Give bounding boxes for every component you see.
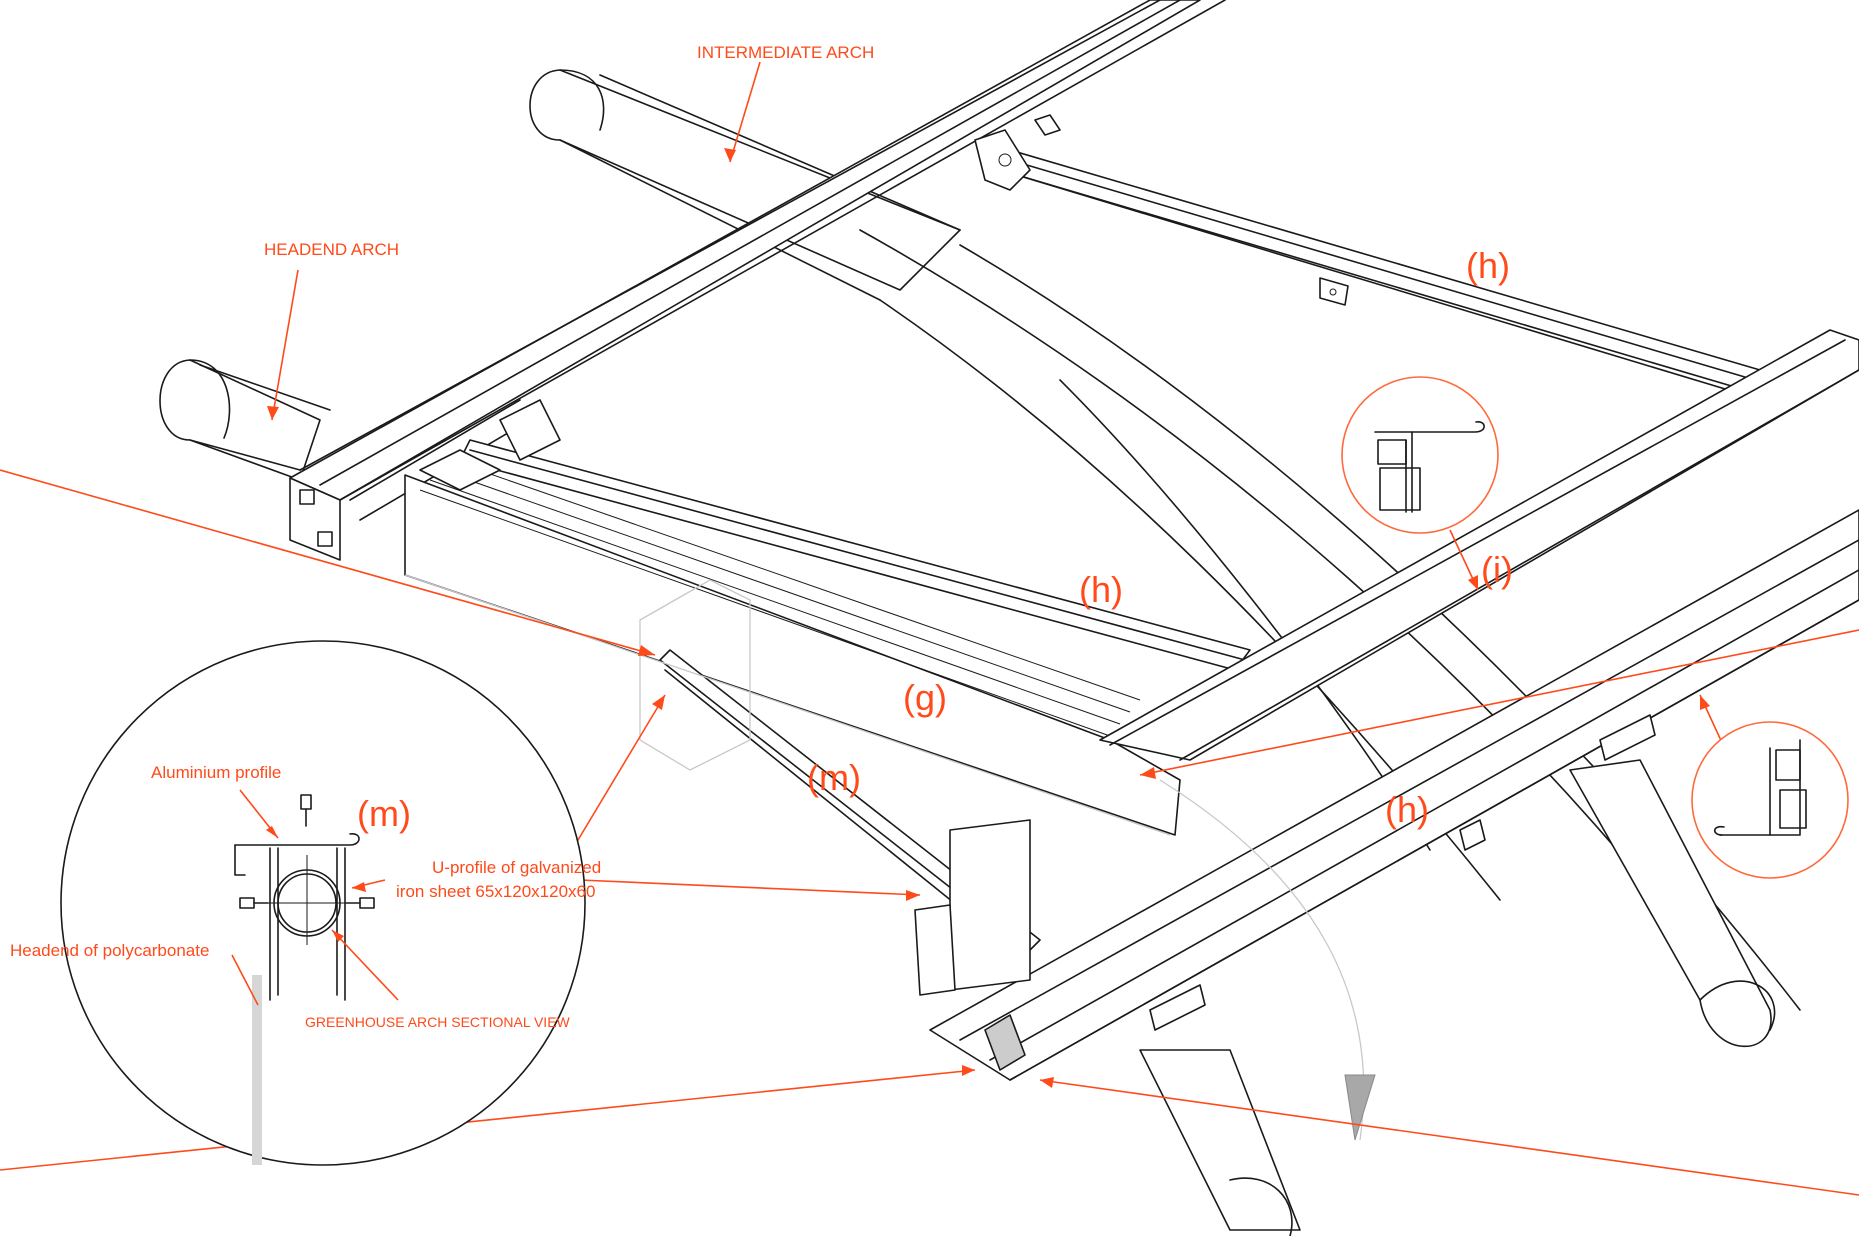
- label-i: (i): [1481, 549, 1513, 590]
- lower-arch-tube: [1569, 759, 1776, 1048]
- label-h-lower: (h): [1385, 789, 1429, 830]
- bottom-arch-tube: [1139, 1049, 1301, 1236]
- rail-i: [1099, 329, 1859, 761]
- label-aluminium-profile: Aluminium profile: [151, 763, 281, 782]
- callout-profile-right: [1691, 721, 1849, 879]
- label-headend-arch: HEADEND ARCH: [264, 240, 399, 259]
- purlin-top: [999, 149, 1761, 396]
- label-headend-polycarbonate: Headend of polycarbonate: [10, 941, 209, 960]
- polycarbonate-sheet-g: [404, 399, 1181, 836]
- label-m-detail: (m): [357, 793, 411, 834]
- headend-arch-tube: [159, 359, 331, 481]
- leader-lines: [0, 61, 1859, 1196]
- label-section-view: GREENHOUSE ARCH SECTIONAL VIEW: [305, 1014, 571, 1030]
- label-u-profile-line1: U-profile of galvanized: [432, 858, 601, 877]
- label-m-main: (m): [807, 757, 861, 798]
- label-intermediate-arch: INTERMEDIATE ARCH: [697, 43, 874, 62]
- label-u-profile-line2: iron sheet 65x120x120x60: [396, 882, 595, 901]
- intermediate-arch-tube: [529, 69, 961, 301]
- lower-gutter-rail: [929, 509, 1859, 1081]
- top-gutter-rail: [289, 0, 1226, 561]
- label-h-top: (h): [1466, 245, 1510, 286]
- label-g: (g): [903, 677, 947, 718]
- connector-plate-top: [974, 114, 1061, 191]
- diagonal-brace-m: [659, 649, 1041, 996]
- callout-profile-i: [1341, 376, 1499, 534]
- label-h-middle: (h): [1079, 569, 1123, 610]
- detail-circle-m: [60, 640, 586, 1166]
